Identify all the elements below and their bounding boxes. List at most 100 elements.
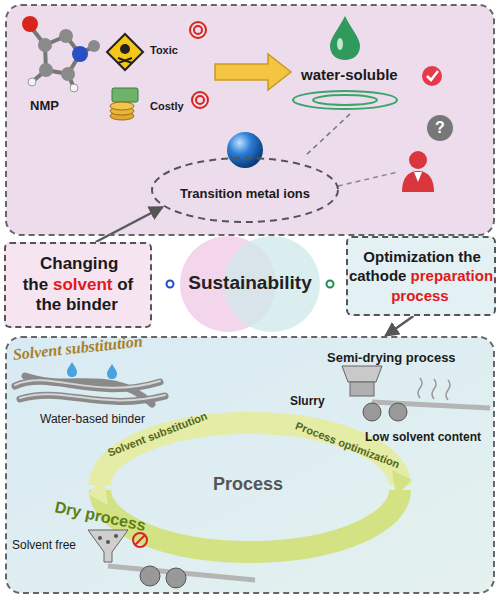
water-droplet <box>293 91 397 109</box>
binder-chains <box>67 362 77 377</box>
method-label: Semi-drying process <box>327 350 456 365</box>
nmp-molecule <box>22 16 100 92</box>
check-mark <box>427 71 438 80</box>
toxic-sign <box>118 58 132 63</box>
money-icon <box>110 88 138 120</box>
strategy-highlight: preparation process <box>391 267 493 303</box>
metal-ion-sphere <box>227 132 263 168</box>
dry-process-equipment <box>106 540 110 544</box>
person-icon <box>402 171 434 192</box>
process-cycle <box>392 470 412 496</box>
molecule-label: NMP <box>30 98 59 113</box>
strategy-highlight: solvent <box>53 275 113 294</box>
nmp-molecule <box>22 16 38 32</box>
person-icon <box>409 151 427 169</box>
slurry-coater <box>363 403 381 421</box>
nmp-molecule <box>88 40 100 52</box>
toxic-sign <box>107 34 143 70</box>
part-label: Low solvent content <box>365 430 481 444</box>
strategy-box: Changing thesolventof the binder <box>4 242 152 328</box>
check-mark <box>422 66 442 86</box>
question-mark: ? <box>427 115 453 141</box>
section-title: Solvent substitution <box>12 332 143 364</box>
dry-process-equipment <box>133 533 147 547</box>
ion-label: Transition metal ions <box>150 186 340 201</box>
property-label: water-soluble <box>301 66 398 83</box>
top-panel-ground <box>6 5 494 235</box>
dry-process-equipment <box>135 535 145 545</box>
bottom-panel: Solvent substitutionWater-based binderSe… <box>5 336 495 594</box>
dry-process-equipment <box>140 566 160 586</box>
toxic-sign <box>120 44 130 54</box>
text-flow: Optimization the cathodepreparation proc… <box>349 247 493 305</box>
top-panel: NMP ToxicCostly water-soluble? Transition m… <box>5 4 495 236</box>
part-label: Slurry <box>290 394 325 408</box>
icon-label: Costly <box>150 100 184 112</box>
nmp-molecule <box>30 26 94 88</box>
binder-chains <box>107 364 117 379</box>
check-mark <box>422 66 442 86</box>
target-icon <box>190 22 208 108</box>
slurry-coater <box>342 366 490 421</box>
binder-chains <box>15 376 165 404</box>
bottom-panel-ground <box>6 337 494 593</box>
nmp-molecule <box>72 46 88 62</box>
money-icon <box>112 88 138 102</box>
ion-ellipse: Transition metal ions <box>150 156 340 224</box>
cycle-label: Process optimization <box>294 419 402 470</box>
target-icon <box>190 22 206 38</box>
method-label: Dry process <box>53 498 147 535</box>
water-droplet <box>337 38 343 50</box>
slurry-coater <box>372 402 490 408</box>
text-flow: Changing thesolventof the binder <box>12 254 144 315</box>
water-droplet <box>293 16 397 109</box>
water-droplet <box>313 95 377 105</box>
slurry-coater <box>432 379 436 399</box>
dry-process-equipment <box>114 534 118 538</box>
yellow-arrow <box>215 54 291 90</box>
process-cycle <box>88 478 108 505</box>
dry-process-equipment <box>88 530 255 588</box>
person-icon <box>414 172 422 182</box>
nmp-molecule <box>28 78 36 86</box>
person-icon <box>427 115 453 141</box>
dry-process-equipment <box>166 568 186 588</box>
nmp-molecule <box>61 67 75 81</box>
icon-label: Toxic <box>150 44 178 56</box>
target-icon <box>192 92 208 108</box>
slurry-coater <box>446 380 450 400</box>
water-droplet <box>330 16 360 60</box>
part-label: Water-based binder <box>40 412 145 426</box>
binder-chains <box>20 394 165 400</box>
dry-process-equipment <box>88 530 128 562</box>
strategy-box: Optimization the cathodepreparation proc… <box>346 236 496 316</box>
nmp-molecule <box>39 63 53 77</box>
slurry-coater <box>389 403 407 421</box>
part-label: Solvent free <box>12 538 76 552</box>
toxic-sign <box>107 34 143 70</box>
toxic-sign <box>118 58 132 63</box>
venn-dot <box>327 281 334 288</box>
slurry-coater <box>418 378 422 398</box>
target-icon <box>196 96 204 104</box>
dry-process-equipment <box>98 536 102 540</box>
venn-dot <box>167 281 174 288</box>
binder-chains <box>15 380 160 387</box>
cycle-center: Process <box>213 474 283 495</box>
dashed-leader <box>305 114 350 156</box>
nmp-molecule <box>59 29 73 43</box>
nmp-molecule <box>38 38 52 52</box>
arrow-connector <box>385 316 413 336</box>
binder-chains <box>15 380 165 400</box>
center-title: Sustainability <box>160 272 340 294</box>
target-icon <box>194 26 202 34</box>
nmp-molecule <box>70 84 78 92</box>
slurry-coater <box>350 382 374 396</box>
person-icon <box>402 115 453 192</box>
money-icon <box>110 102 134 110</box>
dashed-leader <box>338 172 398 186</box>
binder-chains <box>15 362 165 404</box>
venn-circles: Sustainability <box>160 234 340 334</box>
slurry-coater <box>342 366 382 382</box>
